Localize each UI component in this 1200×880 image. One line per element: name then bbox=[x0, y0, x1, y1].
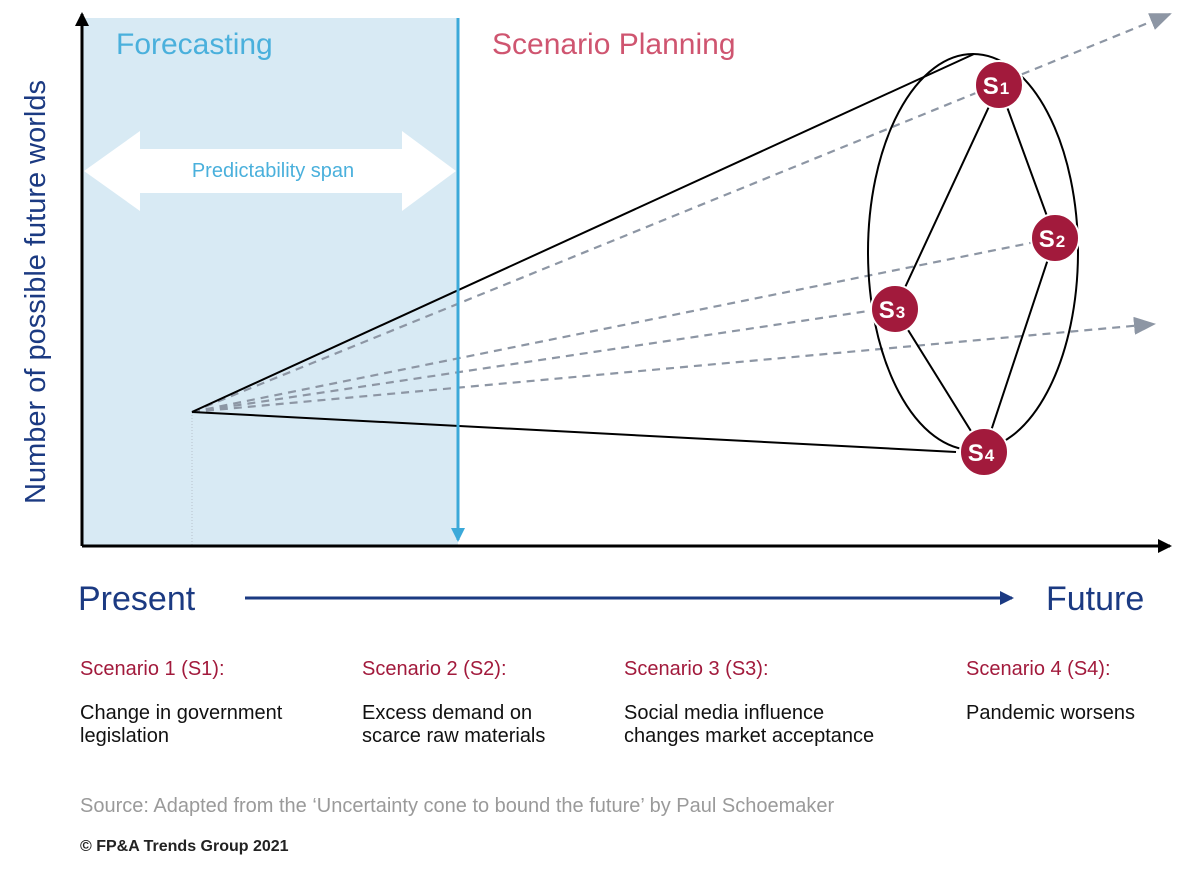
scenario-4-legend: Scenario 4 (S4): Pandemic worsens bbox=[966, 656, 1135, 725]
scenario-3-title: Scenario 3 (S3): bbox=[624, 658, 769, 680]
scenario-1-legend: Scenario 1 (S1): Change in government le… bbox=[80, 656, 282, 748]
scenario-3-line2: changes market acceptance bbox=[624, 725, 875, 747]
y-axis-label: Number of possible future worlds bbox=[20, 80, 52, 504]
scenario-1-line2: legislation bbox=[80, 725, 169, 747]
svg-text:S1: S1 bbox=[983, 73, 1009, 100]
projection-line-future bbox=[191, 316, 1156, 414]
scenario-2-line2: scarce raw materials bbox=[362, 725, 546, 747]
scenario-1-line1: Change in government bbox=[80, 702, 283, 724]
predictability-span-label: Predictability span bbox=[192, 160, 354, 182]
svg-text:S2: S2 bbox=[1039, 226, 1065, 253]
forecasting-region bbox=[82, 18, 458, 546]
copyright: © FP&A Trends Group 2021 bbox=[80, 838, 289, 855]
source-note: Source: Adapted from the ‘Uncertainty co… bbox=[80, 795, 835, 817]
node-s2: S2 bbox=[1030, 213, 1080, 263]
svg-text:S4: S4 bbox=[968, 440, 995, 467]
cone-lower-edge bbox=[191, 411, 957, 453]
predictability-span-arrow bbox=[84, 131, 456, 211]
svg-text:S3: S3 bbox=[879, 297, 905, 324]
projection-line-s1 bbox=[191, 12, 1172, 414]
scenario-2-title: Scenario 2 (S2): bbox=[362, 658, 507, 680]
forecasting-label: Forecasting bbox=[116, 28, 273, 61]
scenario-4-line1: Pandemic worsens bbox=[966, 702, 1135, 724]
scenario-3-legend: Scenario 3 (S3): Social media influence … bbox=[624, 656, 874, 748]
cone-upper-edge bbox=[191, 53, 975, 413]
scenario-connections bbox=[893, 82, 1057, 455]
scenario-2-line1: Excess demand on bbox=[362, 702, 533, 724]
scenario-planning-label: Scenario Planning bbox=[492, 28, 736, 61]
scenario-2-legend: Scenario 2 (S2): Excess demand on scarce… bbox=[362, 656, 545, 748]
node-s1: S1 bbox=[974, 60, 1024, 110]
node-s3: S3 bbox=[870, 284, 920, 334]
present-label: Present bbox=[78, 580, 196, 618]
projection-line-s2 bbox=[191, 236, 1056, 414]
projection-lines bbox=[191, 12, 1172, 414]
scenario-3-line1: Social media influence bbox=[624, 702, 825, 724]
scenario-4-title: Scenario 4 (S4): bbox=[966, 658, 1111, 680]
projection-line-s3 bbox=[191, 305, 896, 414]
future-label: Future bbox=[1046, 580, 1144, 618]
scenario-1-title: Scenario 1 (S1): bbox=[80, 658, 225, 680]
node-s4: S4 bbox=[959, 427, 1009, 477]
